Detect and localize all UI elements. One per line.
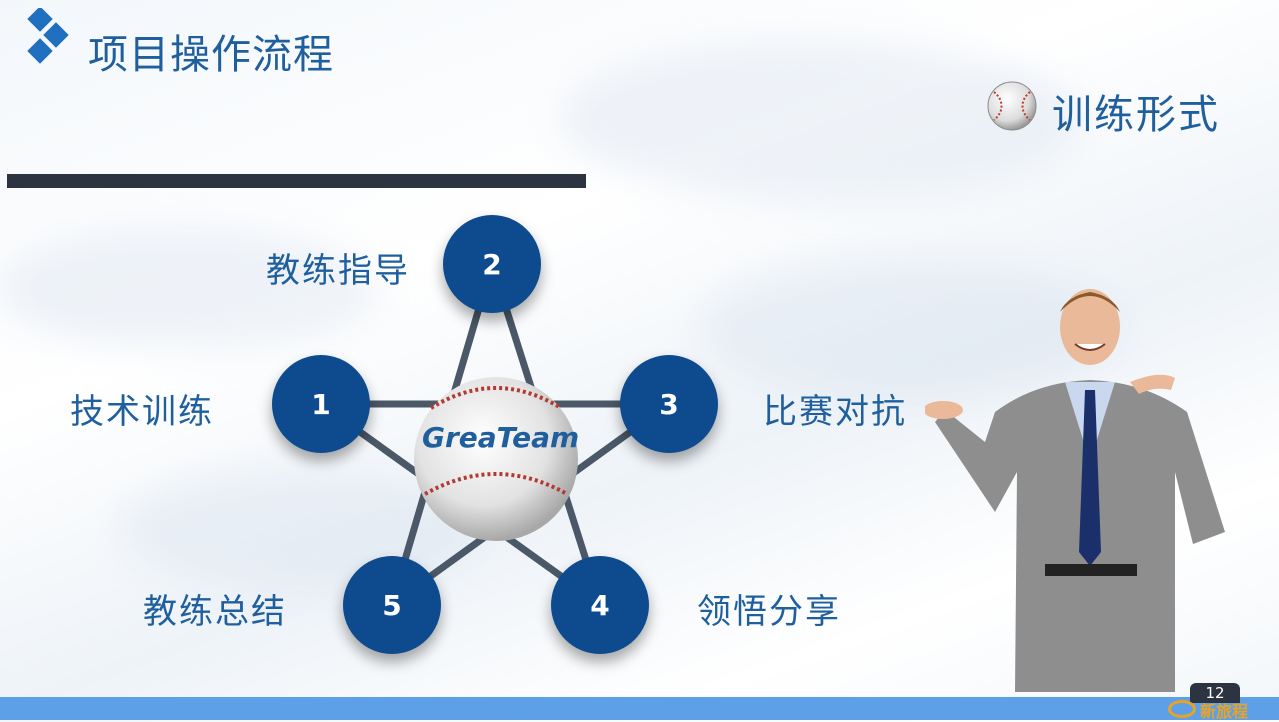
center-brand-text: GreaTeam	[422, 421, 580, 454]
footer-bar	[0, 697, 1279, 720]
step-node-1: 1	[272, 355, 370, 453]
step-label-5: 教练总结	[143, 592, 287, 632]
step-label-4: 领悟分享	[697, 592, 841, 632]
title-divider	[7, 174, 586, 188]
background-wisp	[700, 260, 1120, 400]
step-node-3: 3	[620, 355, 718, 453]
page-number: 12	[1190, 683, 1240, 703]
subtitle-text: 训练形式	[1052, 92, 1220, 138]
background-wisp	[0, 230, 380, 350]
baseball-icon	[987, 81, 1037, 131]
diamond-logo-icon	[27, 8, 69, 64]
step-label-2: 教练指导	[266, 251, 410, 291]
step-node-4: 4	[551, 556, 649, 654]
step-label-1: 技术训练	[70, 392, 214, 432]
step-node-5: 5	[343, 556, 441, 654]
step-label-3: 比赛对抗	[763, 392, 907, 432]
brand-ring-icon	[1168, 700, 1196, 718]
step-node-2: 2	[443, 215, 541, 313]
presenter-image	[925, 289, 1225, 692]
slide-title-text: 项目操作流程	[88, 32, 334, 78]
center-baseball-icon	[414, 377, 578, 541]
footer-brand-name: 新旅程	[1200, 702, 1249, 721]
